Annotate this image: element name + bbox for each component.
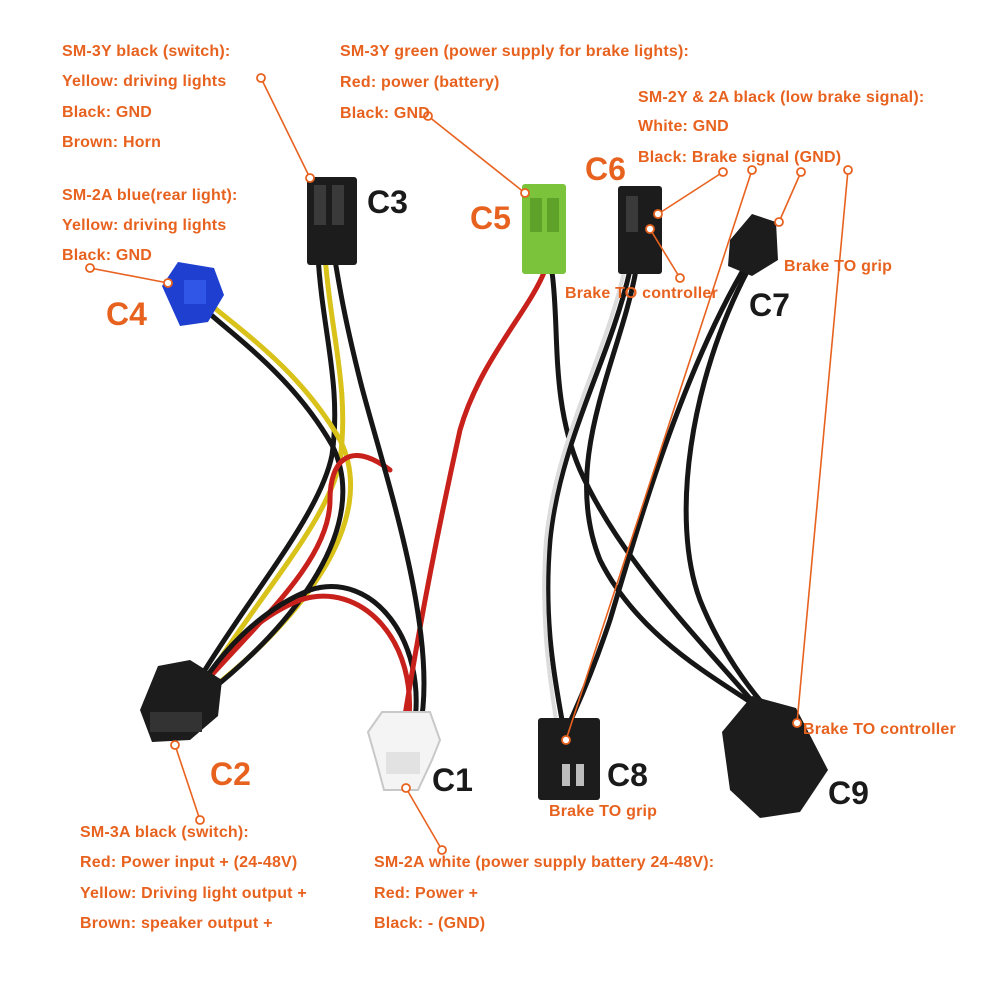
leader-c3 <box>256 73 315 183</box>
leader-c6-ctrl <box>645 224 685 283</box>
leader-c8 <box>561 165 757 745</box>
leader-c1 <box>401 783 447 855</box>
wire-c1-black-up <box>332 257 427 731</box>
note-c2-line-3: Brown: speaker output + <box>80 915 273 932</box>
note-c5-title: SM-3Y green (power supply for brake ligh… <box>340 43 690 60</box>
label-c6: C6 <box>585 151 626 187</box>
wire-c6-c8-white <box>542 270 626 722</box>
leader-c9 <box>792 165 853 728</box>
wire-c1-c2-black <box>207 584 419 731</box>
leader-c7 <box>774 167 806 227</box>
connector-c8 <box>538 718 600 800</box>
connector-c9 <box>722 696 828 818</box>
wire-c6-c8-black <box>545 267 633 723</box>
connector-c1 <box>366 711 442 791</box>
note-c6c7-title: SM-2Y & 2A black (low brake signal): <box>638 89 925 106</box>
note-c3-line-3: Brown: Horn <box>62 134 162 151</box>
note-c4-title: SM-2A blue(rear light): <box>62 187 238 204</box>
label-c9: C9 <box>828 775 869 811</box>
wire-c5-c9-black <box>549 269 763 713</box>
label-c3: C3 <box>367 184 408 220</box>
connector-c3 <box>307 177 357 265</box>
label-c5: C5 <box>470 200 511 236</box>
wire-c2-c4-black <box>197 302 346 698</box>
wire-c7-c9-black <box>683 267 773 715</box>
note-c2-title: SM-3A black (switch): <box>80 824 249 841</box>
wire-c2-red <box>197 453 393 691</box>
connector-c7 <box>728 214 778 276</box>
note-c2-line-1: Red: Power input + (24-48V) <box>80 854 298 871</box>
note-c1-line-1: Red: Power + <box>374 885 479 902</box>
note-c4-line-2: Black: GND <box>62 247 153 264</box>
note-c4-line-1: Yellow: driving lights <box>62 217 227 234</box>
caption-c8: Brake TO grip <box>549 803 658 820</box>
leader-c2 <box>170 740 205 825</box>
note-c1-title: SM-2A white (power supply battery 24-48V… <box>374 854 715 871</box>
caption-c7: Brake TO grip <box>784 258 893 275</box>
caption-c9: Brake TO controller <box>803 721 956 738</box>
wire-c1-c5-red <box>400 267 548 731</box>
connector-c5 <box>522 184 566 274</box>
connector-c2 <box>140 660 222 742</box>
note-c3-line-2: Black: GND <box>62 104 153 121</box>
note-c3-line-1: Yellow: driving lights <box>62 73 227 90</box>
label-c7: C7 <box>749 287 790 323</box>
note-c1-line-2: Black: - (GND) <box>374 915 486 932</box>
leader-c5 <box>423 111 530 198</box>
leader-c6 <box>653 167 728 219</box>
leader-c4 <box>85 263 173 288</box>
wire-c6-c9-black <box>584 267 768 715</box>
note-c3-title: SM-3Y black (switch): <box>62 43 231 60</box>
label-c4: C4 <box>106 296 147 332</box>
wire-c1-c2-red <box>202 593 412 731</box>
note-c6c7-line-2: Black: Brake signal (GND) <box>638 149 842 166</box>
note-c6c7-line-1: White: GND <box>638 118 729 135</box>
note-c5-line-2: Black: GND <box>340 105 431 122</box>
wire-c7-c8-black <box>567 269 745 725</box>
wire-c2-c3-black <box>197 252 338 681</box>
label-c8: C8 <box>607 757 648 793</box>
connector-c4 <box>162 262 224 326</box>
note-c2-line-2: Yellow: Driving light output + <box>80 885 307 902</box>
note-c5-line-1: Red: power (battery) <box>340 74 500 91</box>
label-c1: C1 <box>432 762 473 798</box>
connector-c6 <box>618 186 662 274</box>
label-c2: C2 <box>210 756 251 792</box>
caption-c6: Brake TO controller <box>565 285 718 302</box>
